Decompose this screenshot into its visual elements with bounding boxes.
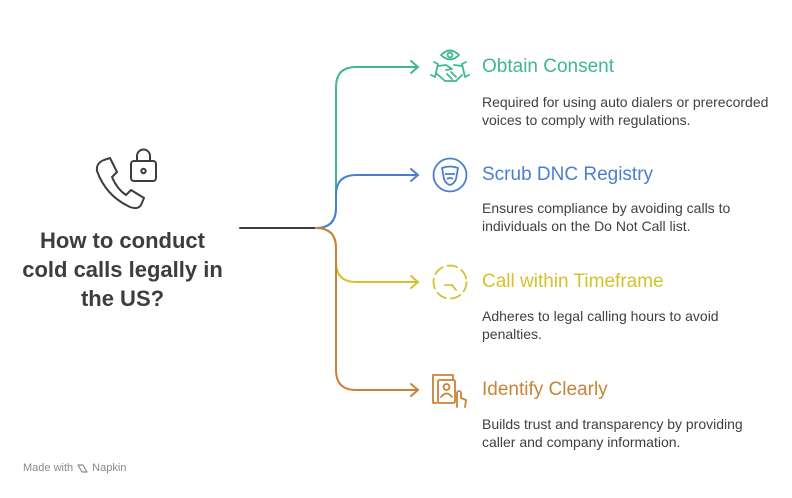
connector-scrub-dnc (315, 174, 419, 229)
branch-title-scrub-dnc-registry: Scrub DNC Registry (482, 164, 654, 185)
branch-description-identify-clearly: Builds trust and transparency by providi… (482, 416, 743, 450)
footer-attribution: Made with Napkin (23, 462, 126, 474)
connector-identify-clearly (315, 227, 419, 391)
branch-title-obtain-consent: Obtain Consent (482, 56, 615, 77)
clock-icon (432, 264, 468, 300)
connectors (239, 60, 419, 397)
arrowhead (410, 383, 419, 397)
footer-brand: Napkin (92, 462, 127, 474)
branch-title-call-within-timeframe: Call within Timeframe (482, 271, 664, 292)
branch-description-call-within-timeframe: Adheres to legal calling hours to avoid … (482, 308, 719, 342)
footer-made-with: Made with (23, 462, 74, 474)
connector-obtain-consent (315, 66, 419, 229)
branch-title-identify-clearly: Identify Clearly (482, 379, 608, 400)
diagram-title: How to conduct cold calls legally in the… (22, 228, 223, 311)
arrowhead (410, 275, 419, 289)
napkin-logo-icon (77, 463, 88, 473)
arrowhead (410, 60, 419, 74)
arrowhead (410, 168, 419, 182)
phone-lock-icon (95, 148, 157, 210)
shield-icon (432, 157, 468, 193)
branch-description-scrub-dnc-registry: Ensures compliance by avoiding calls to … (482, 200, 731, 234)
branch-description-obtain-consent: Required for using auto dialers or prere… (482, 94, 769, 128)
id-card-icon (432, 374, 467, 408)
connector-call-timeframe (315, 227, 419, 283)
handshake-eye-icon (430, 49, 470, 82)
